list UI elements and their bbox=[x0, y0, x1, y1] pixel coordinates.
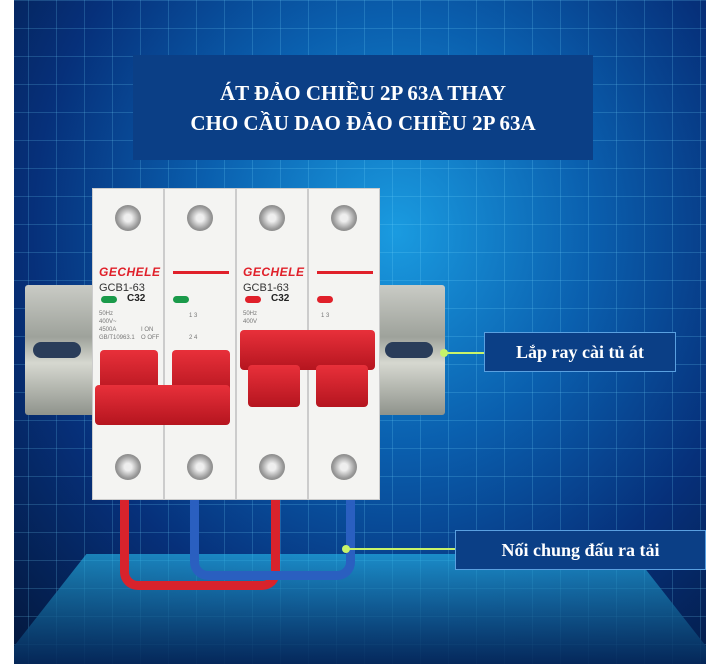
pointer-dot bbox=[440, 349, 448, 357]
callout-wiring: Nối chung đấu ra tải bbox=[455, 530, 706, 570]
terminal-label: 1 3 bbox=[321, 313, 330, 319]
spec-on: I ON bbox=[141, 327, 154, 333]
rail-slot bbox=[385, 342, 433, 358]
brand-logo: GECHELE bbox=[99, 265, 161, 279]
terminal-label: 2 4 bbox=[189, 335, 198, 341]
status-led bbox=[101, 296, 117, 303]
rating-label: C32 bbox=[127, 293, 146, 304]
floor-glow bbox=[0, 554, 720, 664]
model-label: GCB1-63 bbox=[99, 282, 145, 294]
status-led bbox=[317, 296, 333, 303]
pointer-line bbox=[348, 548, 456, 550]
red-stripe bbox=[173, 271, 229, 274]
breaker-1-handle-bar[interactable] bbox=[95, 385, 230, 425]
callout-rail: Lắp ray cài tủ át bbox=[484, 332, 676, 372]
blue-wire bbox=[190, 495, 355, 580]
spec-freq: 50Hz bbox=[99, 311, 114, 317]
brand-logo: GECHELE bbox=[243, 265, 305, 279]
spec-off: O OFF bbox=[141, 335, 160, 341]
spec-standard: GB/T10963.1 bbox=[99, 335, 135, 341]
breaker-1-pole-1: GECHELE GCB1-63 C32 50Hz 400V~ 4500A GB/… bbox=[92, 188, 164, 500]
breaker-2-handle-bar[interactable] bbox=[240, 330, 375, 370]
screw-icon bbox=[187, 454, 213, 480]
terminal-label: 1 3 bbox=[189, 313, 198, 319]
breaker-2-lever[interactable] bbox=[316, 365, 368, 407]
status-led bbox=[173, 296, 189, 303]
screw-icon bbox=[259, 454, 285, 480]
spec-voltage: 400V bbox=[243, 319, 258, 325]
title-line-2: CHO CẦU DAO ĐẢO CHIỀU 2P 63A bbox=[190, 110, 536, 135]
model-label: GCB1-63 bbox=[243, 282, 289, 294]
spec-capacity: 4500A bbox=[99, 327, 117, 333]
breaker-2-lever[interactable] bbox=[248, 365, 300, 407]
screw-icon bbox=[331, 454, 357, 480]
red-wire bbox=[120, 495, 280, 590]
pointer-dot bbox=[342, 545, 350, 553]
screw-icon bbox=[187, 205, 213, 231]
status-led bbox=[245, 296, 261, 303]
screw-icon bbox=[115, 205, 141, 231]
spec-voltage: 400V~ bbox=[99, 319, 117, 325]
spec-freq: 50Hz bbox=[243, 311, 258, 317]
rating-label: C32 bbox=[271, 293, 290, 304]
red-stripe bbox=[317, 271, 373, 274]
title-line-1: ÁT ĐẢO CHIỀU 2P 63A THAY bbox=[219, 80, 507, 105]
pointer-line bbox=[446, 352, 486, 354]
breaker-1-pole-2: 1 3 2 4 bbox=[164, 188, 236, 500]
screw-icon bbox=[259, 205, 285, 231]
screw-icon bbox=[115, 454, 141, 480]
screw-icon bbox=[331, 205, 357, 231]
title-banner: ÁT ĐẢO CHIỀU 2P 63A THAY CHO CẦU DAO ĐẢO… bbox=[133, 55, 593, 160]
rail-slot bbox=[33, 342, 81, 358]
